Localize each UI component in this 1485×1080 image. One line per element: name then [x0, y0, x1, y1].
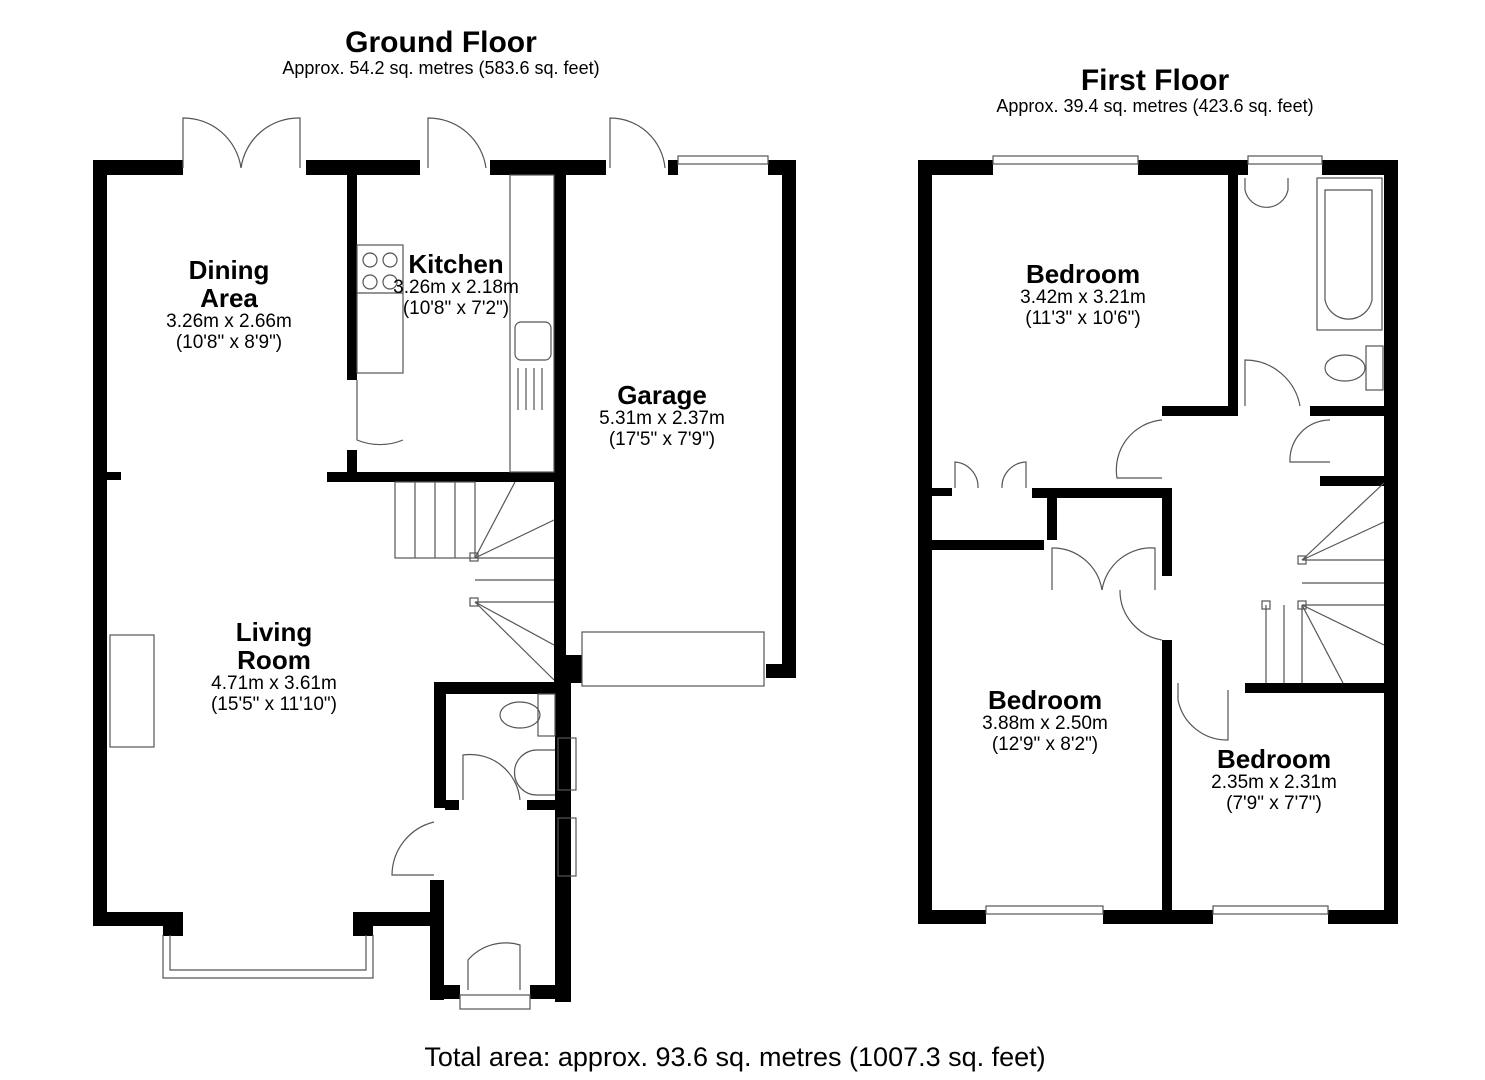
ground-floor-area: Approx. 54.2 sq. metres (583.6 sq. feet)	[282, 58, 600, 79]
ground-floor-heading: Ground Floor Approx. 54.2 sq. metres (58…	[241, 26, 641, 79]
room-bedroom-1: Bedroom 3.42m x 3.21m (11'3" x 10'6")	[1020, 259, 1146, 329]
ground-floor-stairs	[394, 481, 555, 681]
room-dining-area: Dining Area 3.26m x 2.66m (10'8" x 8'9")	[166, 255, 292, 353]
first-floor-heading: First Floor Approx. 39.4 sq. metres (423…	[955, 64, 1355, 117]
ground-floor-title: Ground Floor	[345, 26, 537, 59]
ground-floor-fixtures	[109, 117, 769, 1010]
total-area: Total area: approx. 93.6 sq. metres (100…	[424, 1042, 1046, 1072]
first-floor-fixtures	[954, 155, 1385, 915]
room-living-room: Living Room 4.71m x 3.61m (15'5" x 11'10…	[210, 617, 337, 715]
first-floor-stairs	[1261, 482, 1385, 684]
first-floor-walls	[918, 160, 1398, 924]
first-floor-area: Approx. 39.4 sq. metres (423.6 sq. feet)	[996, 96, 1314, 117]
first-floor-title: First Floor	[1080, 64, 1230, 97]
room-bedroom-3: Bedroom 2.35m x 2.31m (7'9" x 7'7")	[1211, 744, 1337, 814]
ground-floor-walls	[93, 160, 796, 1002]
room-bedroom-2: Bedroom 3.88m x 2.50m (12'9" x 8'2")	[982, 685, 1108, 755]
room-garage: Garage 5.31m x 2.37m (17'5" x 7'9")	[599, 380, 725, 450]
room-kitchen: Kitchen 3.26m x 2.18m (10'8" x 7'2")	[393, 249, 519, 319]
